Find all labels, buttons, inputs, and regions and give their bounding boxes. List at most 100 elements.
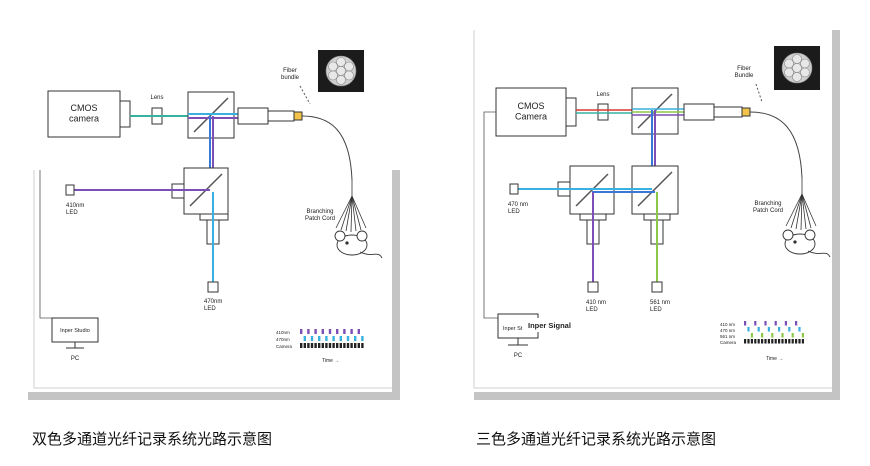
- right-pulses-pulse: [788, 327, 791, 332]
- right-fiber-bundle-pointer: [755, 83, 763, 103]
- left-time-label: Time →: [322, 358, 339, 364]
- left-pulses-pulse: [346, 343, 350, 348]
- left-pulses-pulse: [325, 336, 328, 341]
- left-panel-shadow-right: [392, 170, 400, 398]
- right-led-561: [651, 281, 663, 293]
- left-legend-470-label: 470nm: [276, 337, 290, 342]
- right-pulses-pulse: [771, 339, 774, 344]
- right-pulses-pulse: [754, 339, 757, 344]
- left-lens-label: Lens: [150, 95, 163, 101]
- right-legend-410-label: 410 nm: [720, 322, 735, 327]
- left-data-cable: [39, 170, 52, 319]
- right-fiber-port: [741, 107, 751, 117]
- left-pulses-pulse: [350, 343, 353, 348]
- right-pulses-pulse: [791, 333, 794, 338]
- left-pulses-pulse: [357, 329, 360, 334]
- left-led-470: [207, 281, 219, 293]
- right-bundle-fibers: [781, 52, 813, 84]
- left-legend-410-label: 410nm: [276, 330, 290, 335]
- left-pulses-pulse: [339, 343, 342, 348]
- left-pulses-pulse: [300, 329, 303, 334]
- right-data-cable: [483, 111, 498, 319]
- right-pc-screen-label: Inper St: [503, 326, 523, 332]
- right-pulses-pulse: [750, 339, 753, 344]
- right-pulses-pulse: [771, 333, 774, 338]
- left-caption: 双色多通道光纤记录系统光路示意图: [32, 430, 273, 448]
- left-pulses-pulse: [310, 343, 314, 348]
- right-pulses-pulse: [757, 327, 760, 332]
- left-pulses-pulse: [321, 343, 324, 348]
- right-pulses-pulse: [798, 339, 801, 344]
- left-branching-patch-cord: [335, 180, 367, 233]
- right-camera-mount: [565, 97, 577, 127]
- right-pulses-pulse: [798, 327, 801, 332]
- right-caption: 三色多通道光纤记录系统光路示意图: [476, 430, 717, 448]
- right-timing-legend: 410 nm 470 nm 561 nm Camera Time →: [720, 321, 804, 362]
- right-pulses-pulse: [784, 339, 787, 344]
- left-fiber-port: [293, 111, 303, 121]
- left-fiber-bundle-pointer: [299, 85, 311, 105]
- right-pulses-pulse: [764, 339, 767, 344]
- left-pulses-pulse: [361, 336, 364, 341]
- right-lens: [597, 103, 609, 121]
- right-pulses-pulse: [801, 333, 804, 338]
- left-timing-legend: 410nm 470nm Camera Time →: [276, 329, 364, 364]
- right-panel-shadow-right: [832, 30, 840, 398]
- left-pulses-pulse: [328, 329, 332, 334]
- right-pulses-pulse: [767, 327, 770, 332]
- left-pulses-pulse: [336, 329, 339, 334]
- left-pulses-pulse: [303, 343, 306, 348]
- right-pulses-pulse: [744, 339, 747, 344]
- left-pulses-pulse: [339, 336, 342, 341]
- right-pulses-pulse: [791, 339, 794, 344]
- left-pulses-pulse: [307, 343, 310, 348]
- left-pulses-pulse: [325, 343, 328, 348]
- left-pulses-pulse: [307, 329, 310, 334]
- right-time-label: Time →: [766, 356, 783, 362]
- left-pulses-pulse: [361, 343, 364, 348]
- right-pulses-pulse: [778, 339, 781, 344]
- right-pulses-pulse: [801, 339, 804, 344]
- right-fiber-cable: [749, 111, 803, 179]
- left-pulses-pulse: [318, 336, 321, 341]
- right-fiber-holder: [713, 106, 743, 118]
- right-objective: [683, 103, 715, 121]
- left-led-410: [65, 184, 75, 196]
- right-pulses-pulse: [774, 339, 777, 344]
- right-pulses-pulse: [781, 333, 784, 338]
- right-legend-camera-label: Camera: [720, 340, 737, 345]
- right-legend-470-label: 470 nm: [720, 328, 735, 333]
- right-pulses-pulse: [754, 321, 757, 326]
- left-legend-camera-label: Camera: [276, 344, 293, 349]
- left-pulses-pulse: [321, 329, 324, 334]
- left-camera-mount: [119, 100, 131, 128]
- left-pulses-pulse: [303, 336, 306, 341]
- right-legend-561-label: 561 nm: [720, 334, 735, 339]
- right-pulses-pulse: [778, 327, 781, 332]
- left-pulse-train: [300, 329, 364, 348]
- right-panel-border: [473, 30, 832, 389]
- right-branching-patch-cord: [785, 178, 817, 231]
- right-inper-signal-window: [524, 318, 580, 332]
- left-pc-label: PC: [71, 356, 80, 362]
- left-pulses-pulse: [336, 343, 339, 348]
- right-mouse: [782, 229, 831, 258]
- left-pulses-pulse: [346, 336, 350, 341]
- right-lens-label: Lens: [596, 92, 609, 98]
- left-pulses-pulse: [318, 343, 321, 348]
- right-cmos-camera: [495, 87, 567, 137]
- left-fiber-cable: [301, 115, 353, 181]
- right-led-470: [509, 183, 519, 195]
- left-pulses-pulse: [332, 336, 335, 341]
- left-fiber-holder: [267, 110, 295, 122]
